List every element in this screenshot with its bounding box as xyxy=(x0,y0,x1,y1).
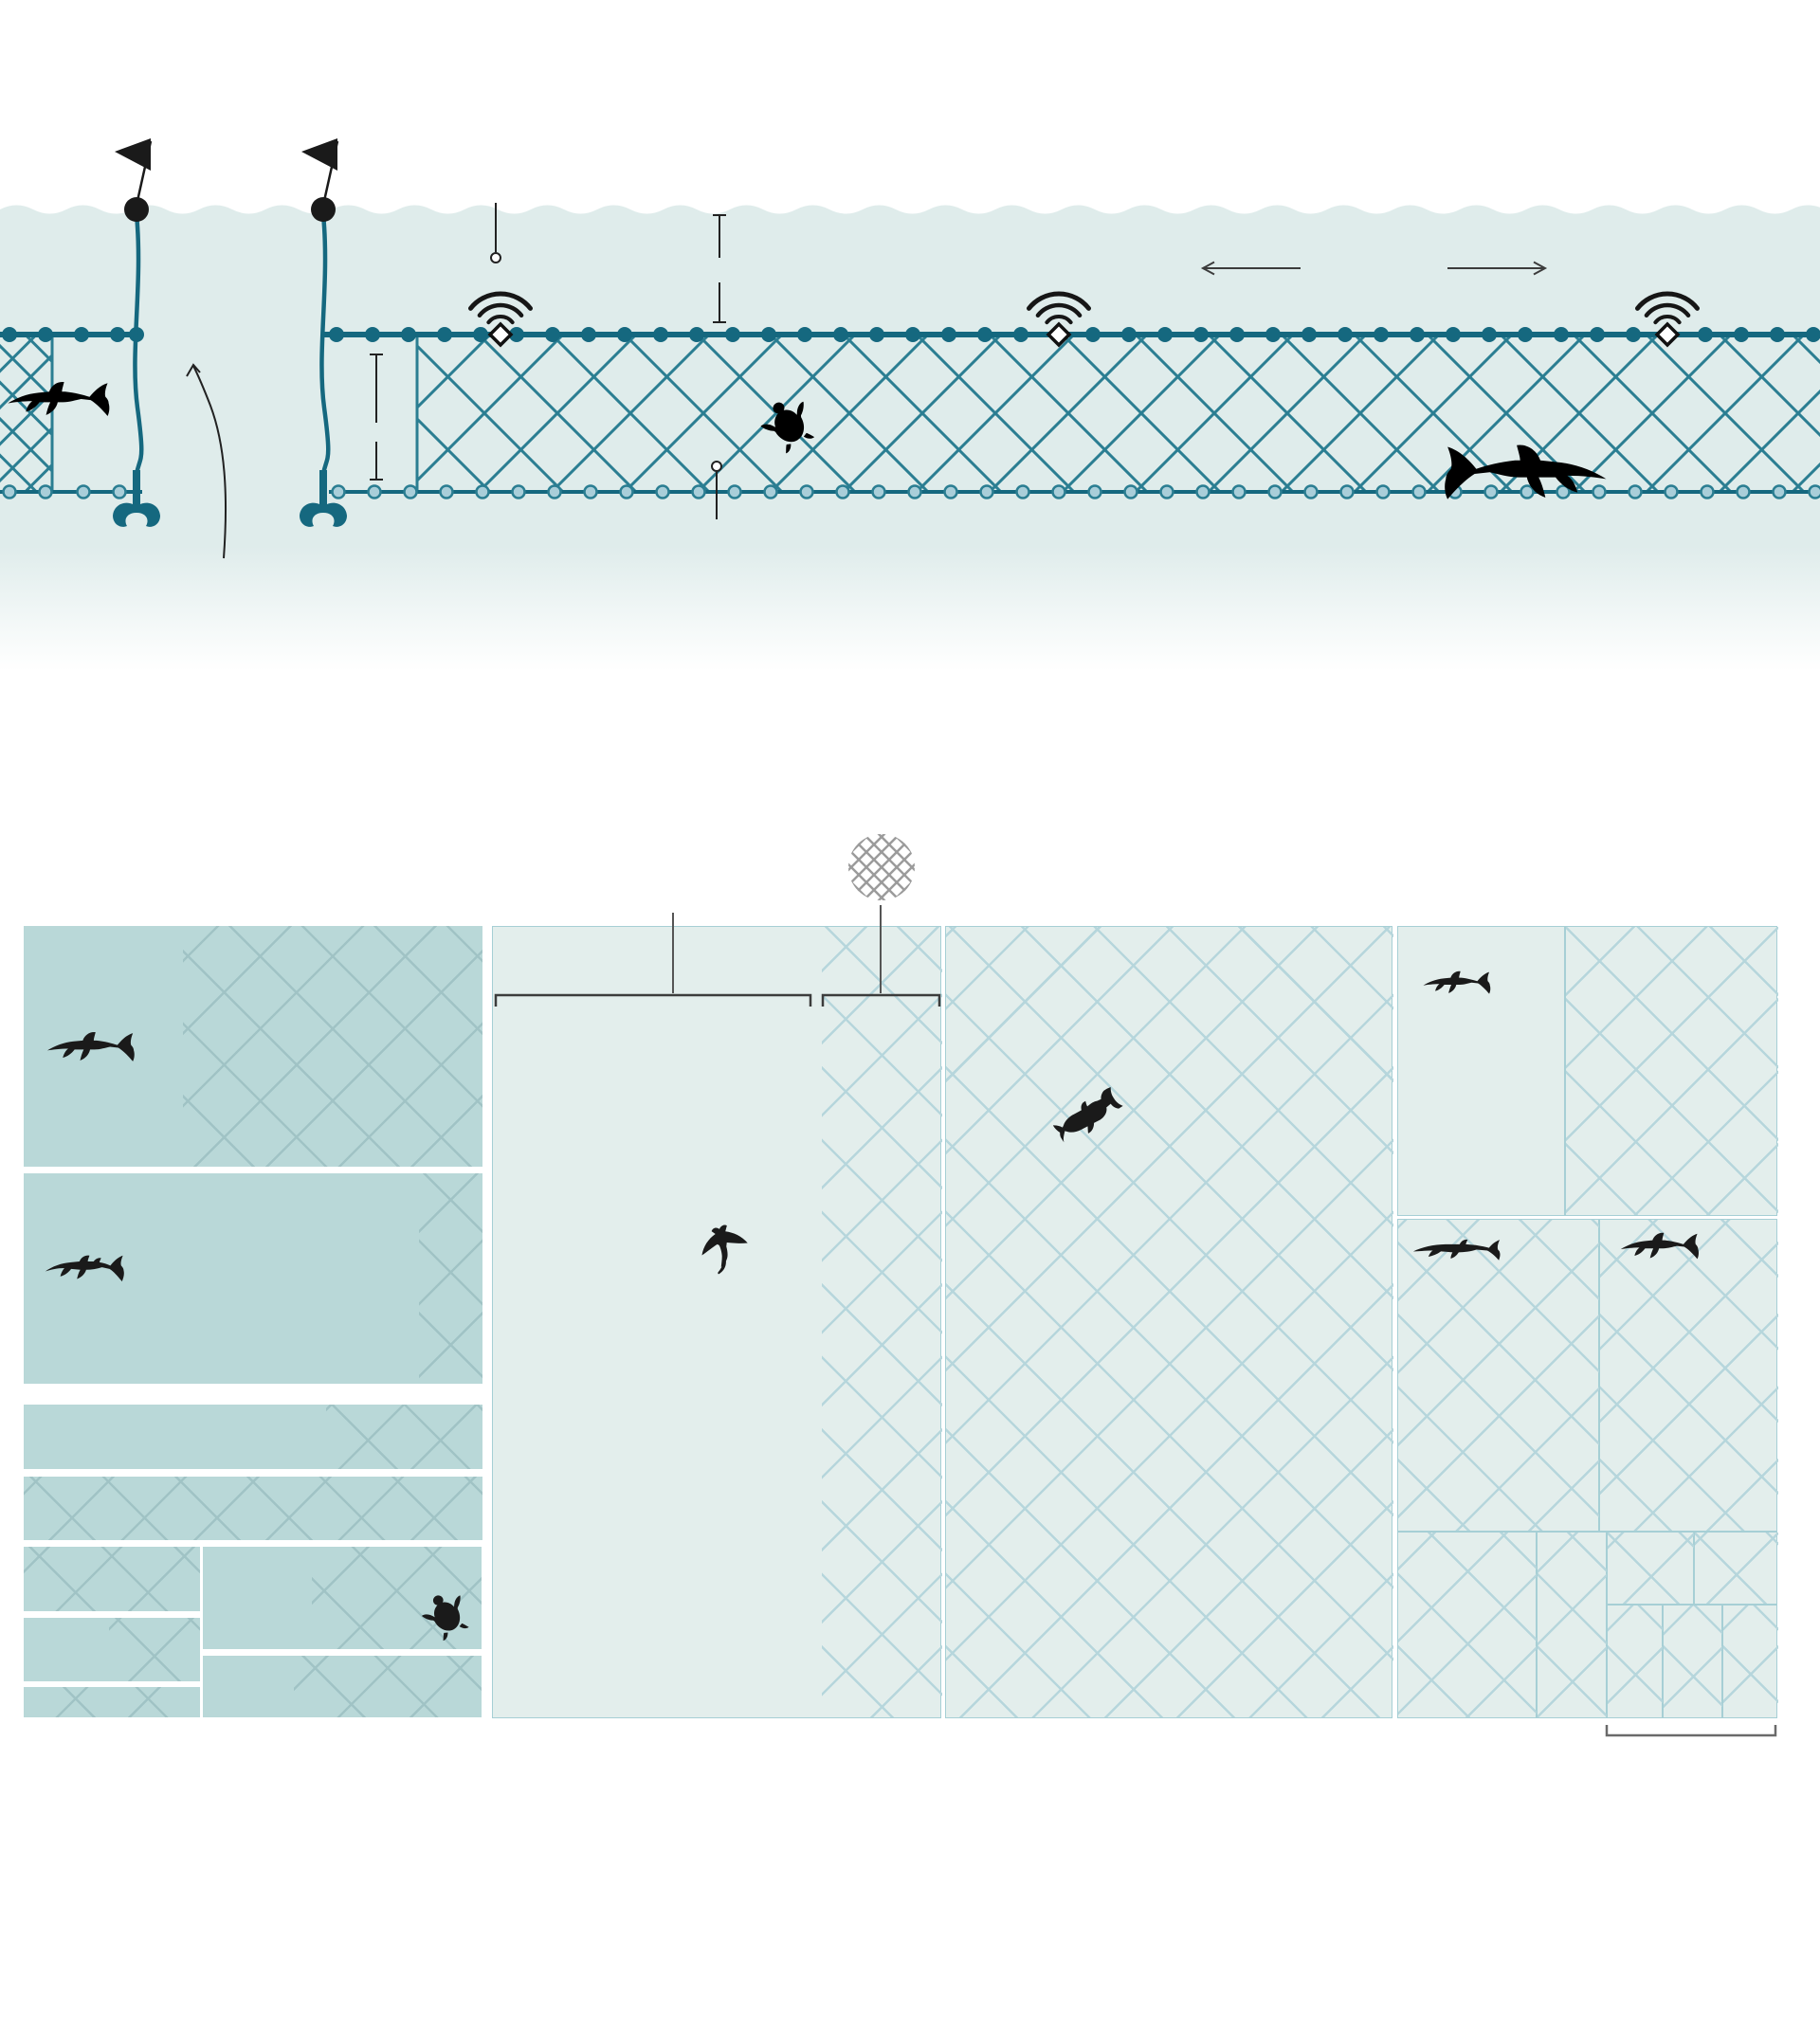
acoustic-pinger-icon-2 xyxy=(1026,291,1092,348)
treemap-block-I xyxy=(1607,1605,1664,1718)
dead-portion-hatch xyxy=(1566,927,1778,1215)
treemap-block-E xyxy=(1397,1532,1538,1718)
net-depth-dimension xyxy=(370,354,383,481)
treemap-block-J xyxy=(1663,1605,1723,1718)
marker-flag-icon xyxy=(115,138,151,171)
treemap-block-G xyxy=(1607,1532,1695,1605)
treemap-block-L6a xyxy=(24,1618,200,1681)
pinger-signal-arc xyxy=(1653,315,1682,325)
headrope-leader xyxy=(490,203,501,263)
dead-portion-hatch xyxy=(24,1547,200,1611)
footrope-leader xyxy=(711,461,722,519)
dead-portion-hatch xyxy=(1608,1533,1695,1604)
dead-portion-hatch xyxy=(1398,1533,1538,1717)
dead-portion-hatch xyxy=(1664,1606,1723,1717)
dead-portion-hatch xyxy=(312,1547,482,1649)
current-arrow-left xyxy=(1200,261,1301,276)
treemap-block-C xyxy=(1397,1219,1600,1532)
dead-portion-hatch xyxy=(1538,1533,1608,1717)
treemap-block-L6b xyxy=(203,1656,482,1717)
treemap-block-L1 xyxy=(24,926,482,1167)
dead-portion-hatch xyxy=(419,1173,482,1384)
weight-line xyxy=(2,484,1820,499)
treemap-block-L4 xyxy=(24,1477,482,1540)
buoy-assembly-1 xyxy=(113,138,160,527)
treemap-block-P4 xyxy=(1565,926,1778,1216)
float-line xyxy=(2,327,1820,342)
dead-portion-hatch xyxy=(1723,1606,1778,1717)
treemap-block-P3 xyxy=(1397,926,1565,1216)
pinger-signal-arc xyxy=(1634,291,1701,311)
buoy-mooring-rope xyxy=(133,213,144,475)
treemap-block-L3 xyxy=(24,1405,482,1469)
buoy-assembly-2 xyxy=(300,138,347,527)
anchor-icon xyxy=(300,470,347,527)
marker-flag-icon xyxy=(301,138,337,171)
shark-net-diagram xyxy=(0,138,1820,671)
dead-portion-hatch xyxy=(109,1618,200,1681)
pinger-signal-arc xyxy=(1026,291,1092,311)
current-arrow-right xyxy=(1447,261,1548,276)
pinger-body xyxy=(1654,321,1681,348)
treemap-block-L7a xyxy=(24,1687,200,1717)
pinger-signal-arc xyxy=(1035,302,1083,318)
dead-portion-hatch xyxy=(1608,1606,1664,1717)
escape-route-arrow xyxy=(186,363,228,559)
ocean-water xyxy=(0,205,1820,671)
pinger-signal-arc xyxy=(486,315,515,325)
surface-gap-dimension xyxy=(713,214,726,323)
treemap-block-F xyxy=(1537,1532,1608,1718)
dead-portion-hatch xyxy=(1600,1220,1778,1531)
dead-portion-hatch xyxy=(326,1405,482,1469)
pinger-signal-arc xyxy=(1045,315,1073,325)
buoy-mooring-rope xyxy=(319,213,331,475)
treemap-block-D xyxy=(1599,1219,1778,1532)
acoustic-pinger-icon-1 xyxy=(467,291,534,348)
surface-buoy-icon xyxy=(124,197,149,222)
treemap-block-H xyxy=(1694,1532,1778,1605)
pinger-signal-arc xyxy=(1644,302,1691,318)
treemap-block-P2 xyxy=(945,926,1393,1718)
dead-portion-hatch xyxy=(946,927,1393,1717)
net-mesh xyxy=(417,335,1820,492)
pinger-signal-arc xyxy=(467,291,534,311)
dead-portion-hatch xyxy=(822,927,942,1717)
dead-portion-hatch xyxy=(24,1687,200,1717)
anchor-icon xyxy=(113,470,160,527)
dead-portion-hatch xyxy=(294,1656,482,1717)
dead-portion-hatch xyxy=(1695,1533,1778,1604)
treemap-block-L2 xyxy=(24,1173,482,1384)
surface-buoy-icon xyxy=(311,197,336,222)
pinger-signal-arc xyxy=(477,302,524,318)
pinger-body xyxy=(487,321,514,348)
dead-portion-hatch xyxy=(24,1477,482,1540)
dead-portion-hatch xyxy=(1398,1220,1600,1531)
pinger-body xyxy=(1046,321,1072,348)
acoustic-pinger-icon-3 xyxy=(1634,291,1701,348)
treemap-block-L5b xyxy=(203,1547,482,1649)
treemap-block-P1 xyxy=(492,926,942,1718)
treemap-block-L5a xyxy=(24,1547,200,1611)
dead-portion-hatch xyxy=(183,926,482,1167)
treemap-block-K xyxy=(1722,1605,1778,1718)
